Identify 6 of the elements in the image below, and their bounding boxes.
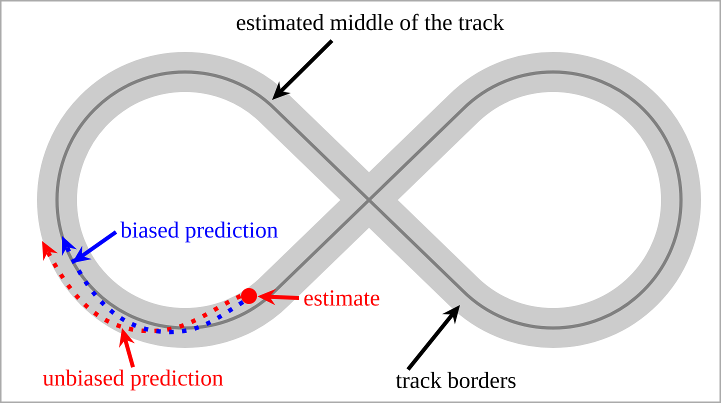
annotation-text: estimated middle of the track xyxy=(236,14,504,30)
annotation-text: estimate xyxy=(304,290,380,306)
annotation-text: biased prediction xyxy=(120,222,278,242)
annotation-text: unbiased prediction xyxy=(42,370,224,390)
estimate-dot xyxy=(241,288,257,304)
annotation-text: track borders xyxy=(396,372,516,388)
